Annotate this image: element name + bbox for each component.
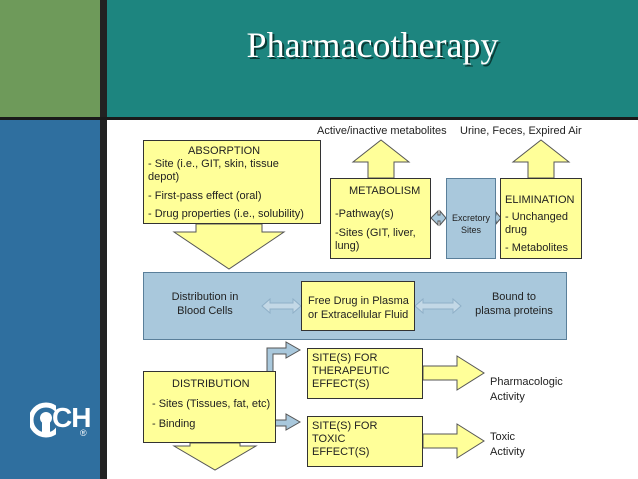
metabolism-box: METABOLISM -Pathway(s) -Sites (GIT, live… [330, 178, 431, 259]
elimination-line: drug [505, 224, 528, 236]
distribution-down-arrow [172, 442, 258, 471]
logo-text: CH [52, 402, 91, 433]
head-profile-icon [30, 402, 56, 438]
absorption-box: ABSORPTION - Site (i.e., GIT, skin, tiss… [143, 140, 321, 224]
company-logo: CH ® [30, 398, 92, 448]
absorption-line: - Drug properties (i.e., solubility) [148, 208, 304, 220]
absorption-line: depot) [148, 171, 180, 183]
pharmacologic-activity-line: Activity [490, 391, 525, 403]
excretory-sites-box: Excretory Sites [446, 178, 496, 259]
therapeutic-line: THERAPEUTIC [312, 365, 390, 377]
absorption-heading: ABSORPTION [188, 145, 261, 157]
blood-cells-line: Blood Cells [177, 305, 233, 317]
plasma-proteins-exchange-arrow [414, 297, 462, 315]
registered-mark: ® [80, 428, 87, 438]
toxic-line: SITE(S) FOR [312, 420, 378, 432]
plasma-proteins-line: plasma proteins [475, 305, 553, 317]
metabolism-line: -Pathway(s) [335, 208, 394, 220]
elimination-routes-label: Urine, Feces, Expired Air [460, 125, 582, 137]
vertical-divider [100, 0, 107, 479]
distribution-heading: DISTRIBUTION [172, 378, 250, 390]
header-teal-block [107, 0, 638, 117]
toxic-site-box: SITE(S) FOR TOXIC EFFECT(S) [307, 416, 423, 467]
header-green-block [0, 0, 100, 117]
elimination-heading: ELIMINATION [505, 194, 575, 206]
toxic-line: TOXIC [312, 433, 346, 445]
metabolism-line: -Sites (GIT, liver, [335, 227, 416, 239]
metabolism-line: lung) [335, 240, 360, 252]
therapeutic-line: EFFECT(S) [312, 378, 370, 390]
free-drug-box: Free Drug in Plasma or Extracellular Flu… [301, 281, 415, 331]
blood-cells-exchange-arrow [261, 297, 302, 315]
absorption-line: - First-pass effect (oral) [148, 190, 262, 202]
plasma-proteins-line: Bound to [491, 291, 537, 303]
elimination-line: - Unchanged [505, 211, 568, 223]
metabolites-label: Active/inactive metabolites [317, 125, 447, 137]
excretory-line: Excretory [451, 213, 490, 223]
therapeutic-right-arrow [422, 355, 485, 391]
pharmacologic-activity-line: Pharmacologic [490, 376, 563, 388]
free-drug-line: or Extracellular Fluid [308, 309, 409, 321]
absorption-line: - Site (i.e., GIT, skin, tissue [148, 158, 279, 170]
metabolism-heading: METABOLISM [349, 185, 421, 197]
elimination-line: - Metabolites [505, 242, 568, 254]
distribution-box: DISTRIBUTION - Sites (Tissues, fat, etc)… [143, 371, 276, 443]
blood-cells-line: Distribution in [171, 291, 239, 303]
therapeutic-line: SITE(S) FOR [312, 352, 378, 364]
elimination-box: ELIMINATION - Unchanged drug - Metabolit… [500, 178, 582, 259]
free-drug-line: Free Drug in Plasma [308, 295, 409, 307]
toxic-right-arrow [422, 423, 485, 459]
therapeutic-site-box: SITE(S) FOR THERAPEUTIC EFFECT(S) [307, 348, 423, 399]
horizontal-divider [0, 117, 638, 120]
distribution-line: - Binding [152, 418, 196, 430]
toxic-line: EFFECT(S) [312, 446, 370, 458]
excretory-line: Sites [460, 225, 481, 235]
toxic-activity-line: Activity [490, 446, 525, 458]
distribution-line: - Sites (Tissues, fat, etc) [152, 398, 271, 410]
toxic-activity-line: Toxic [490, 431, 516, 443]
slide-title: Pharmacotherapy [246, 25, 499, 65]
absorption-down-arrow [172, 223, 286, 270]
